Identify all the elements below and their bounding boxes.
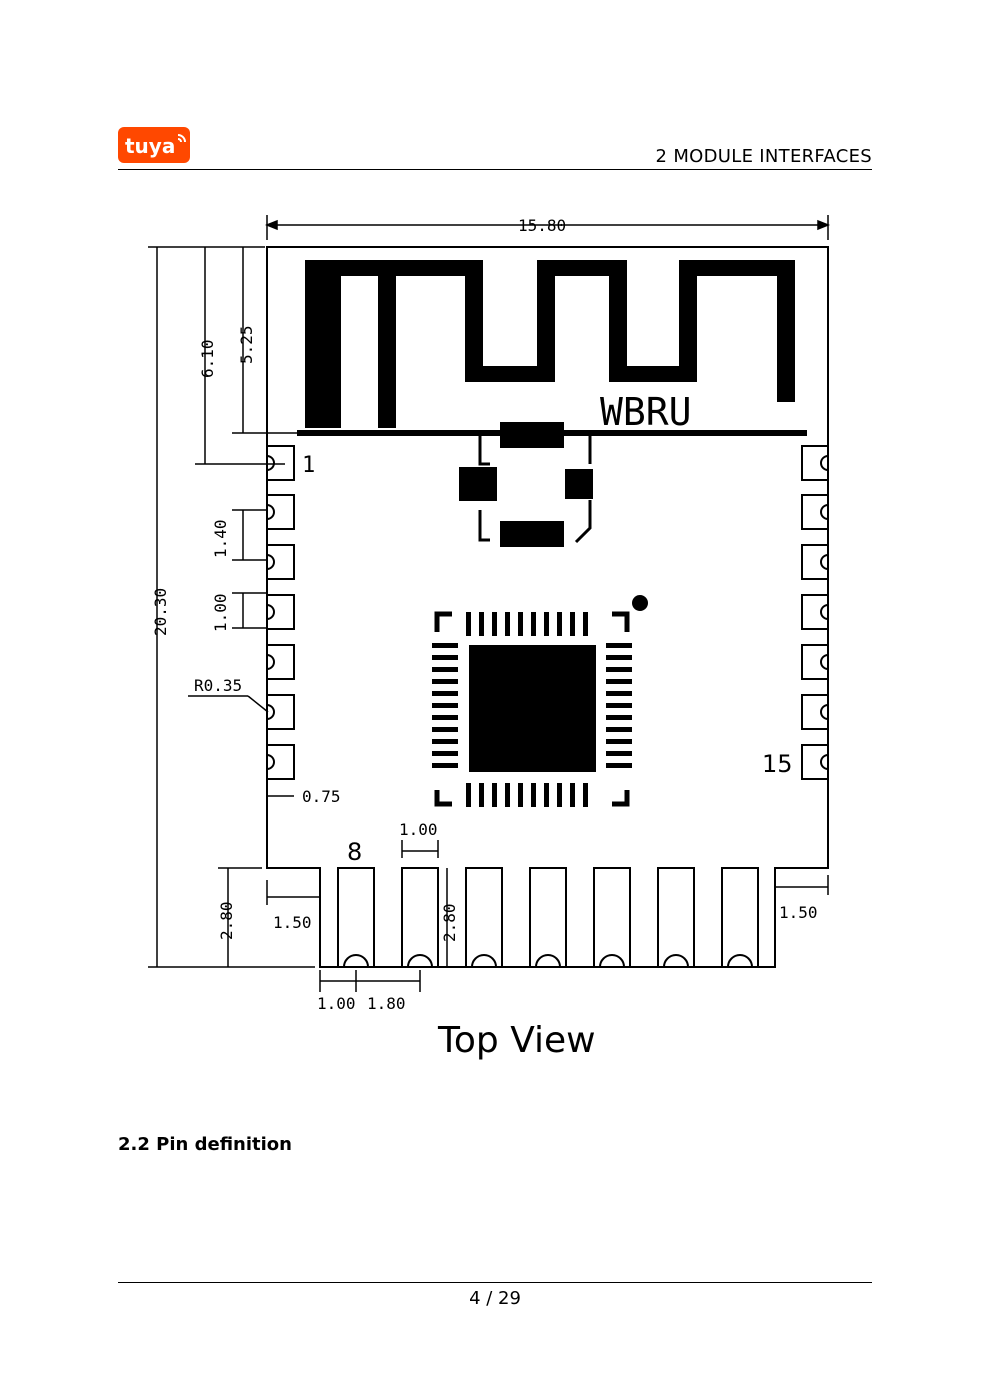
chip-pin-left [432, 655, 458, 660]
right-side-pad [801, 694, 828, 730]
chip-pin-bottom [570, 783, 575, 807]
chip-pin-right [606, 715, 632, 720]
section-heading: 2.2 Pin definition [118, 1134, 292, 1155]
chip-pin-left [432, 715, 458, 720]
chip-pin-left [432, 643, 458, 648]
chip-pin-bottom [583, 783, 588, 807]
dim-bottom-right-offset: 1.50 [779, 903, 818, 922]
chip-pin-left [432, 751, 458, 756]
dim-pin-pitch: 1.40 [211, 519, 230, 558]
pin-15-label: 15 [762, 750, 793, 778]
dim-width: 15.80 [518, 216, 566, 235]
dim-antenna-height: 5.25 [237, 325, 256, 364]
right-side-pad [801, 644, 828, 680]
chip-pin-bottom [492, 783, 497, 807]
left-side-pad [267, 445, 295, 481]
view-title: Top View [437, 1020, 596, 1061]
passive-components [459, 422, 593, 547]
bottom-pad [337, 867, 375, 967]
dim-bottom-height-mid: 2.80 [440, 903, 459, 942]
chip-pin-left [432, 739, 458, 744]
chip-pin-right [606, 679, 632, 684]
chip-pin-right [606, 691, 632, 696]
left-side-pad [267, 694, 295, 730]
header-divider [118, 169, 872, 170]
chip-pin-right [606, 751, 632, 756]
chip-pin-bottom [557, 783, 562, 807]
dim-bottom-pad-width: 1.00 [399, 820, 438, 839]
dim-corner-radius: R0.35 [194, 676, 242, 695]
chip-pin-bottom [531, 783, 536, 807]
chip-pin-right [606, 703, 632, 708]
dim-bottom-spacing-a: 1.00 [317, 994, 356, 1013]
chip-pin-bottom [544, 783, 549, 807]
module-dimension-drawing: 15.80 20.30 6.10 5.25 1.40 1.00 R0.35 0.… [148, 215, 831, 1061]
chip-pin-left [432, 763, 458, 768]
pin-8-label: 8 [347, 838, 362, 866]
chip-pin-right [606, 763, 632, 768]
bottom-pad [401, 867, 439, 967]
bottom-pad [657, 867, 695, 967]
right-side-pad [801, 744, 828, 780]
chip-pin-top [557, 612, 562, 636]
chip-pin-right [606, 739, 632, 744]
chip-pin-right [606, 727, 632, 732]
right-side-pad [801, 494, 828, 530]
right-side-pad [801, 544, 828, 580]
pin-1-label: 1 [302, 453, 315, 478]
dim-bottom-left-offset: 1.50 [273, 913, 312, 932]
chip-pin-bottom [479, 783, 484, 807]
dim-bottom-spacing-b: 1.80 [367, 994, 406, 1013]
chip-pin-left [432, 727, 458, 732]
chip-pin-top [518, 612, 523, 636]
chip-pin-left [432, 667, 458, 672]
chip-pin-top [544, 612, 549, 636]
footer-divider [118, 1282, 872, 1283]
chip-pin-right [606, 655, 632, 660]
bottom-pad [721, 867, 759, 967]
chip-pin-top [570, 612, 575, 636]
chip-pin-top [492, 612, 497, 636]
left-side-pad [267, 544, 295, 580]
chip-pin-top [583, 612, 588, 636]
chip-pin-top [479, 612, 484, 636]
chip-pin-left [432, 679, 458, 684]
bottom-pad [465, 867, 503, 967]
left-side-pad [267, 594, 295, 630]
module-label: WBRU [600, 390, 692, 434]
tuya-logo: tuya [118, 127, 190, 163]
chip-pin-top [466, 612, 471, 636]
chip-pin-bottom [466, 783, 471, 807]
left-side-pad [267, 494, 295, 530]
dim-pad-depth: 0.75 [302, 787, 341, 806]
right-side-pad [801, 594, 828, 630]
main-chip [432, 595, 648, 807]
chip-pin-top [531, 612, 536, 636]
svg-text:tuya: tuya [125, 134, 175, 158]
bottom-pad [529, 867, 567, 967]
chip-pin-bottom [518, 783, 523, 807]
chip-pin-left [432, 703, 458, 708]
bottom-pad [593, 867, 631, 967]
chip-pin-right [606, 667, 632, 672]
right-side-pad [801, 445, 828, 481]
chip-pin-right [606, 643, 632, 648]
chip-pin-bottom [505, 783, 510, 807]
chip-pin-top [505, 612, 510, 636]
page-number: 4 / 29 [469, 1288, 521, 1309]
header-section-title: 2 MODULE INTERFACES [655, 146, 872, 167]
dim-antenna-to-pin1: 6.10 [198, 339, 217, 378]
chip-pin-left [432, 691, 458, 696]
dim-pin-width: 1.00 [211, 593, 230, 632]
dim-height: 20.30 [151, 588, 170, 636]
dim-bottom-height-left: 2.80 [217, 901, 236, 940]
left-side-pad [267, 644, 295, 680]
left-side-pad [267, 744, 295, 780]
antenna-trace [297, 260, 807, 436]
